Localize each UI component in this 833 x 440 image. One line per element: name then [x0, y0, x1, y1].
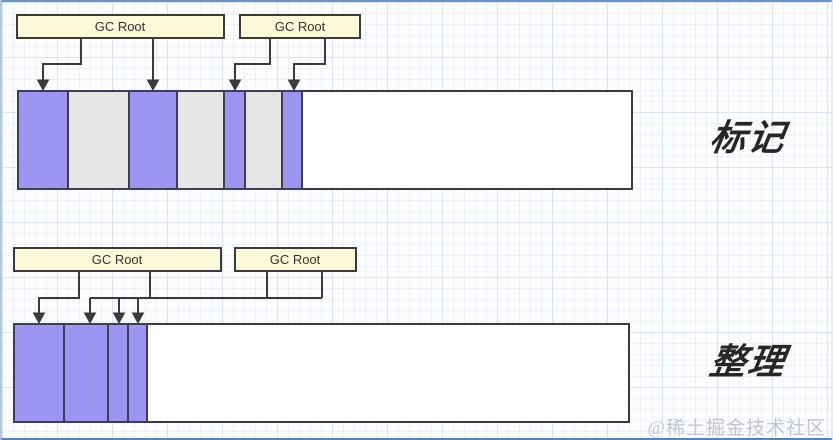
stage-label-compact: 整理: [706, 341, 790, 382]
gc-root-label: GC Root: [95, 19, 146, 34]
stage-label-mark: 标记: [706, 117, 790, 158]
memory-segment-garbage: [244, 90, 283, 190]
memory-segment-live: [281, 90, 303, 190]
gc-root-box: [13, 247, 222, 272]
gc-root-label: GC Root: [92, 252, 143, 267]
gc-reference-arrows-mark: [36, 38, 326, 92]
gc-root-box: [239, 14, 361, 39]
gc-root-label: GC Root: [275, 19, 326, 34]
gc-root-box: [234, 247, 357, 272]
gc-root-box: [16, 14, 225, 39]
watermark: @稀土掘金技术社区: [647, 418, 826, 439]
memory-segment-live: [63, 323, 109, 423]
memory-segment-live: [107, 323, 129, 423]
memory-segment-live: [128, 90, 178, 190]
gc-root-label: GC Root: [270, 252, 321, 267]
memory-segment-live: [17, 90, 69, 190]
gc-reference-arrows-compact: [32, 271, 323, 325]
memory-segment-garbage: [67, 90, 130, 190]
memory-bar-mark: [17, 90, 633, 190]
memory-segment-live: [127, 323, 148, 423]
memory-segment-garbage: [176, 90, 225, 190]
memory-segment-live: [13, 323, 65, 423]
memory-bar-compact: [13, 323, 630, 423]
memory-segment-live: [223, 90, 246, 190]
